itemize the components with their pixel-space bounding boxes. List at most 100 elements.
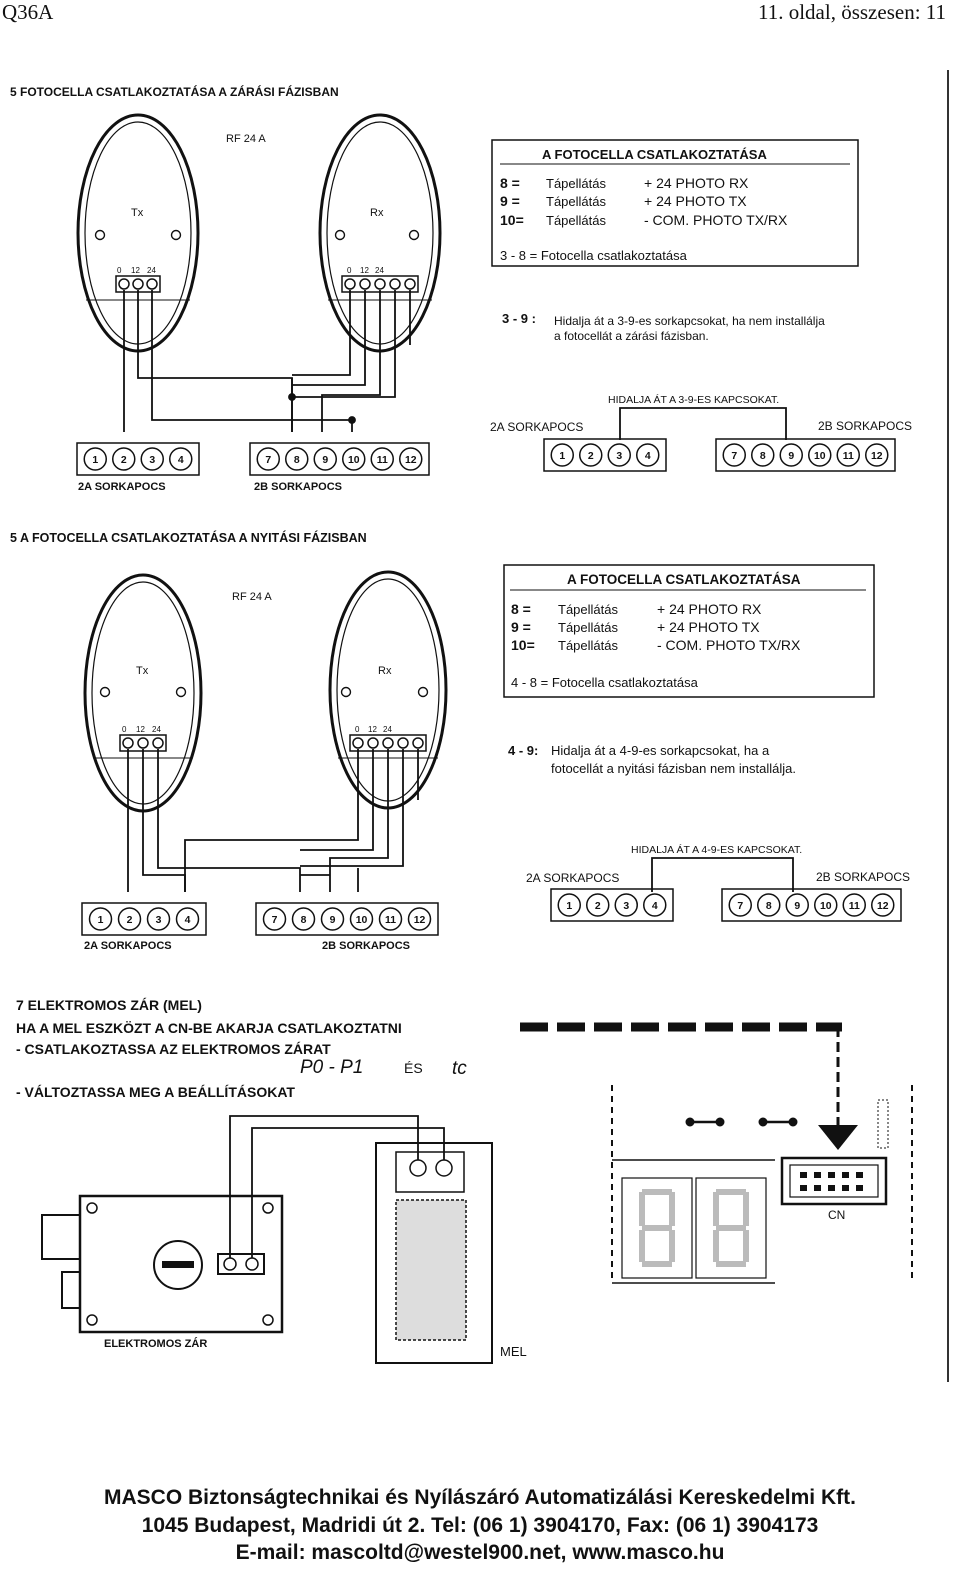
terminal-3-label: 3 — [156, 915, 162, 926]
section3-title: 7 ELEKTROMOS ZÁR (MEL) — [16, 997, 202, 1013]
terminal-4 — [643, 893, 667, 917]
terminal-8-label: 8 — [760, 451, 766, 462]
terminal-9 — [785, 893, 809, 917]
cn-label: CN — [828, 1208, 845, 1222]
terminal-9 — [313, 447, 337, 471]
terminal-7 — [722, 443, 746, 467]
section2-bridge-number: 4 - 9: — [508, 743, 538, 758]
section2-jumper-wire — [651, 857, 794, 892]
section1-tx-label: Tx — [131, 207, 144, 219]
section2-tx-pin-24: 24 — [152, 725, 161, 734]
section1-box-title: A FOTOCELLA CSATLAKOZTATÁSA — [542, 147, 767, 162]
terminal-7-label: 7 — [731, 451, 737, 462]
section3-es: ÉS — [404, 1060, 423, 1076]
section2-box-note: 4 - 8 = Fotocella csatlakoztatása — [511, 675, 699, 690]
terminal-7 — [256, 447, 280, 471]
terminal-8 — [285, 447, 309, 471]
terminal-12-label: 12 — [414, 915, 426, 926]
terminal-4-label: 4 — [178, 455, 184, 466]
terminal-11-label: 11 — [377, 455, 388, 466]
terminal-10-label: 10 — [356, 915, 368, 926]
terminal-1-label: 1 — [566, 901, 572, 912]
section1-2b-label: 2B SORKAPOCS — [254, 481, 342, 493]
document-id: Q36A — [2, 0, 54, 24]
section2-row1-value: + 24 PHOTO RX — [657, 601, 762, 617]
terminal-4 — [169, 447, 193, 471]
section1-row3-label: Tápellátás — [546, 213, 606, 228]
terminal-4-label: 4 — [185, 915, 191, 926]
terminal-1 — [88, 907, 113, 931]
terminal-3-label: 3 — [149, 455, 155, 466]
terminal-11 — [378, 907, 403, 931]
terminal-11 — [370, 447, 394, 471]
terminal-1-label: 1 — [92, 455, 98, 466]
control-board: CN — [611, 1085, 913, 1284]
section1-device-label: RF 24 A — [226, 133, 266, 145]
cn-connector-arrow — [520, 1022, 858, 1150]
section2-box-title: A FOTOCELLA CSATLAKOZTATÁSA — [567, 572, 801, 587]
section3-line-1: HA A MEL ESZKÖZT A CN-BE AKARJA CSATLAKO… — [16, 1020, 402, 1036]
terminal-7-label: 7 — [272, 915, 278, 926]
terminal-12-label: 12 — [871, 451, 883, 462]
terminal-7 — [728, 893, 752, 917]
section1-row1-value: + 24 PHOTO RX — [644, 175, 749, 191]
section1-rx-pin-0: 0 — [347, 266, 352, 275]
section3-code-2: tc — [452, 1058, 467, 1079]
section2-row2-label: Tápellátás — [558, 620, 618, 635]
section1-tx-pin-0: 0 — [117, 266, 122, 275]
section1-row1-label: Tápellátás — [546, 176, 606, 191]
terminal-3 — [607, 443, 631, 467]
terminal-10-label: 10 — [814, 451, 826, 462]
terminal-4 — [175, 907, 200, 931]
terminal-3 — [140, 447, 164, 471]
section2-title: 5 A FOTOCELLA CSATLAKOZTATÁSA A NYITÁSI … — [10, 530, 367, 545]
section2-2a-label: 2A SORKAPOCS — [84, 940, 172, 952]
terminal-9-label: 9 — [322, 455, 328, 466]
terminal-7 — [262, 907, 287, 931]
section1-row3-value: - COM. PHOTO TX/RX — [644, 212, 788, 228]
section2-row2-num: 9 = — [511, 619, 531, 635]
terminal-12 — [407, 907, 432, 931]
terminal-8 — [291, 907, 316, 931]
terminal-1-label: 1 — [559, 451, 565, 462]
terminal-12 — [865, 443, 889, 467]
lock-label: ELEKTROMOS ZÁR — [104, 1337, 207, 1350]
terminal-4-label: 4 — [652, 901, 658, 912]
terminal-12-label: 12 — [405, 455, 417, 466]
section2-small-2a-label: 2A SORKAPOCS — [526, 871, 619, 885]
terminal-1 — [83, 447, 107, 471]
section1-wiring — [123, 290, 411, 432]
terminal-9 — [320, 907, 345, 931]
terminal-4-label: 4 — [645, 451, 651, 462]
section1-bridge-text-2: a fotocellát a zárási fázisban. — [554, 329, 709, 343]
terminal-1-label: 1 — [98, 915, 104, 926]
section2-tx-pin-12: 12 — [136, 725, 145, 734]
section2-row1-label: Tápellátás — [558, 602, 618, 617]
section1-row3-num: 10= — [500, 212, 524, 228]
terminal-8-label: 8 — [294, 455, 300, 466]
terminal-2-label: 2 — [595, 901, 601, 912]
terminal-11-label: 11 — [849, 901, 860, 912]
terminal-11-label: 11 — [843, 451, 854, 462]
section2-rx-pin-12: 12 — [368, 725, 377, 734]
terminal-10 — [349, 907, 374, 931]
section1-2a-label: 2A SORKAPOCS — [78, 481, 166, 493]
section3-code-1: P0 - P1 — [300, 1057, 363, 1078]
terminal-1 — [557, 893, 581, 917]
terminal-11-label: 11 — [385, 915, 396, 926]
section2-row3-num: 10= — [511, 637, 535, 653]
section2-tx-pin-0: 0 — [122, 725, 127, 734]
section2-row3-value: - COM. PHOTO TX/RX — [657, 637, 801, 653]
terminal-2-label: 2 — [127, 915, 133, 926]
section1-row2-num: 9 = — [500, 193, 520, 209]
terminal-8 — [757, 893, 781, 917]
footer-company: MASCO Biztonságtechnikai és Nyílászáró A… — [104, 1486, 856, 1509]
section2-row3-label: Tápellátás — [558, 638, 618, 653]
section2-rx-pin-0: 0 — [355, 725, 360, 734]
section2-terminal-block-2a: 1 2 3 4 — [81, 902, 207, 936]
lock-mel-wiring — [229, 1115, 445, 1258]
terminal-12-label: 12 — [877, 901, 889, 912]
